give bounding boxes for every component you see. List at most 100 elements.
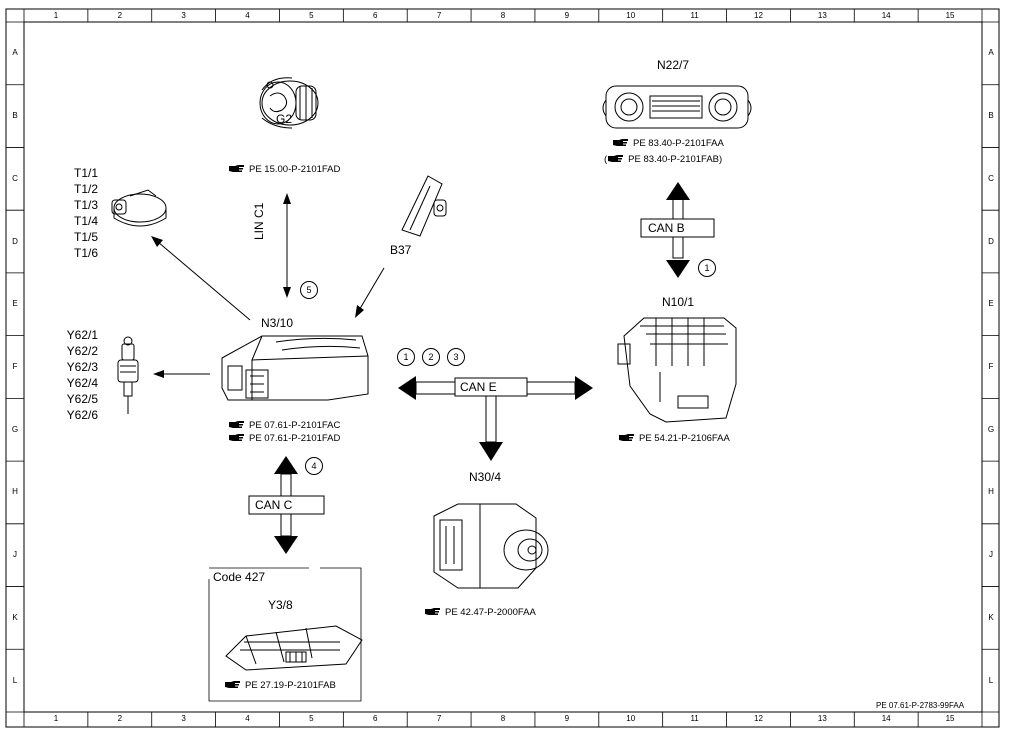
grid-column-label: 10 [626, 11, 636, 20]
pointing-hand-icon [618, 433, 636, 442]
pointing-hand-icon [612, 138, 630, 147]
grid-row-label: K [988, 612, 994, 622]
b37-label: B37 [390, 243, 412, 257]
grid-column-label: 6 [373, 714, 378, 723]
grid-column-label: 10 [626, 714, 636, 723]
grid-row-label: A [988, 48, 994, 58]
callout-circle: 3 [447, 348, 465, 366]
n10-1-reference-text: PE 54.21-P-2106FAA [639, 433, 730, 444]
grid-row-label: G [11, 424, 19, 434]
grid-column-label: 7 [436, 714, 442, 723]
grid-column-label: 11 [690, 11, 699, 20]
grid-column-label: 1 [53, 11, 59, 20]
can-b-label: CAN B [648, 221, 685, 235]
t1-label: T1/4 [73, 214, 98, 228]
small-arrowheads [151, 193, 364, 378]
grid-column-label: 7 [436, 11, 442, 20]
can-e-bus [398, 376, 593, 461]
sam-module-drawing [617, 317, 737, 423]
grid-column-label: 1 [53, 714, 59, 723]
grid-column-label: 8 [500, 11, 506, 20]
y62-label-stack: Y62/1 Y62/2 Y62/3 Y62/4 Y62/5 Y62/6 [62, 327, 98, 423]
grid-row-label: D [988, 236, 994, 246]
n22-7-reference-link-2[interactable]: (PE 83.40-P-2101FAB) [604, 154, 722, 166]
grid-column-label: 3 [181, 714, 186, 723]
grid-column-label: 4 [245, 11, 250, 20]
can-c-label: CAN C [255, 498, 293, 512]
connection-lines [157, 200, 385, 375]
callout-circle: 1 [698, 259, 716, 277]
grid-row-label: B [988, 111, 994, 121]
grid-column-label: 9 [564, 714, 570, 723]
grid-row-label: D [12, 236, 18, 246]
callout-circle: 1 [397, 348, 415, 366]
n10-1-reference-link[interactable]: PE 54.21-P-2106FAA [618, 433, 730, 445]
t1-label: T1/6 [73, 246, 98, 260]
n3-10-reference-link-1[interactable]: PE 07.61-P-2101FAC [228, 420, 340, 432]
grid-row-label: G [987, 424, 995, 434]
grid-row-label: E [12, 299, 18, 309]
grid-row-label: L [988, 675, 994, 685]
t1-label: T1/2 [73, 182, 98, 196]
n3-10-reference-text: PE 07.61-P-2101FAC [249, 420, 341, 431]
n22-7-reference-text: PE 83.40-P-2101FAA [633, 138, 724, 149]
pedal-sensor-drawing [401, 175, 447, 237]
callout-circle: 2 [422, 348, 440, 366]
grid-row-label: A [12, 48, 18, 58]
valve-body-drawing [225, 625, 363, 671]
t1-label: T1/3 [73, 198, 98, 212]
grid-column-label: 13 [817, 714, 827, 723]
pointing-hand-icon [228, 433, 246, 442]
y62-label: Y62/4 [66, 376, 98, 390]
engine-control-unit-drawing [221, 335, 369, 401]
t1-label: T1/1 [73, 166, 98, 180]
can-c-bus [248, 456, 325, 554]
n10-1-label: N10/1 [662, 295, 695, 309]
lin-c1-label: LIN C1 [252, 202, 266, 240]
y3-8-label: Y3/8 [268, 598, 293, 612]
grid-column-label: 6 [373, 11, 378, 20]
n30-4-reference-link[interactable]: PE 42.47-P-2000FAA [424, 607, 536, 619]
grid-row-label: K [12, 612, 18, 622]
n22-7-reference-link-1[interactable]: PE 83.40-P-2101FAA [612, 138, 724, 150]
ignition-coil-drawing [111, 189, 167, 227]
grid-column-label: 11 [690, 714, 699, 723]
t1-label: T1/5 [73, 230, 98, 244]
grid-column-label: 12 [754, 11, 763, 20]
grid-row-label: B [12, 111, 18, 121]
y3-8-reference-link[interactable]: PE 27.19-P-2101FAB [224, 680, 336, 692]
g2-label: G2 [276, 112, 293, 126]
y62-label: Y62/2 [66, 344, 98, 358]
grid-column-label: 5 [309, 11, 314, 20]
n22-7-reference-paren: ( [604, 154, 608, 165]
grid-row-label: C [12, 173, 18, 183]
grid-column-label: 3 [181, 11, 186, 20]
n22-7-label: N22/7 [657, 58, 690, 72]
control-panel-drawing [602, 85, 752, 129]
pointing-hand-icon [228, 420, 246, 429]
grid-column-label: 14 [881, 714, 891, 723]
grid-column-label: 2 [117, 11, 123, 20]
grid-column-label: 8 [500, 714, 506, 723]
g2-reference-link[interactable]: PE 15.00-P-2101FAD [228, 164, 340, 176]
n3-10-reference-text: PE 07.61-P-2101FAD [249, 433, 341, 444]
callout-circle: 5 [300, 281, 318, 299]
pointing-hand-icon [228, 164, 246, 173]
y62-label: Y62/1 [66, 328, 98, 342]
esp-module-drawing [433, 503, 549, 589]
n3-10-reference-link-2[interactable]: PE 07.61-P-2101FAD [228, 433, 340, 445]
alternator-drawing [259, 77, 319, 129]
code-427-label: Code 427 [213, 570, 266, 584]
can-e-label: CAN E [460, 380, 497, 394]
grid-row-label: H [12, 487, 18, 497]
grid-row-label: E [988, 299, 994, 309]
grid-row-label: C [988, 173, 994, 183]
pointing-hand-icon [224, 680, 242, 689]
grid-row-label: F [988, 362, 994, 371]
g2-reference-text: PE 15.00-P-2101FAD [249, 164, 341, 175]
grid-column-label: 13 [817, 11, 827, 20]
grid-row-label: J [13, 550, 17, 560]
callout-circle: 4 [305, 457, 323, 475]
grid-column-label: 15 [945, 714, 955, 723]
